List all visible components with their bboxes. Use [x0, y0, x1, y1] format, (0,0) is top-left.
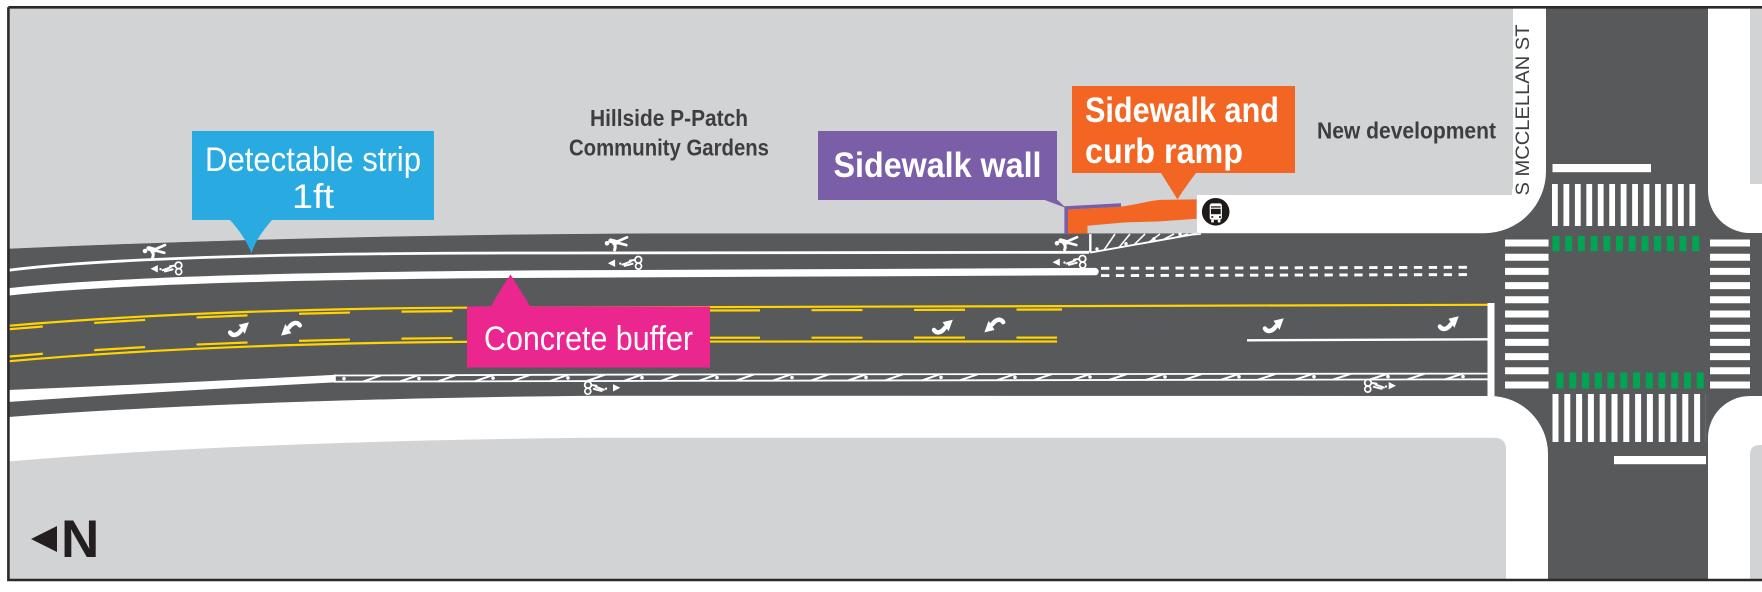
svg-text:N: N: [61, 510, 99, 569]
svg-text:Detectable strip: Detectable strip: [205, 141, 421, 179]
svg-text:Community Gardens: Community Gardens: [569, 135, 769, 161]
svg-text:S MCCLELLAN ST: S MCCLELLAN ST: [1513, 24, 1534, 195]
svg-text:Hillside P-Patch: Hillside P-Patch: [590, 105, 748, 131]
svg-text:Sidewalk and: Sidewalk and: [1085, 91, 1279, 130]
svg-text:1ft: 1ft: [292, 178, 335, 216]
svg-text:Concrete buffer: Concrete buffer: [484, 320, 693, 358]
svg-text:New development: New development: [1317, 118, 1496, 144]
svg-text:curb ramp: curb ramp: [1085, 132, 1243, 171]
svg-text:Sidewalk wall: Sidewalk wall: [834, 146, 1042, 185]
